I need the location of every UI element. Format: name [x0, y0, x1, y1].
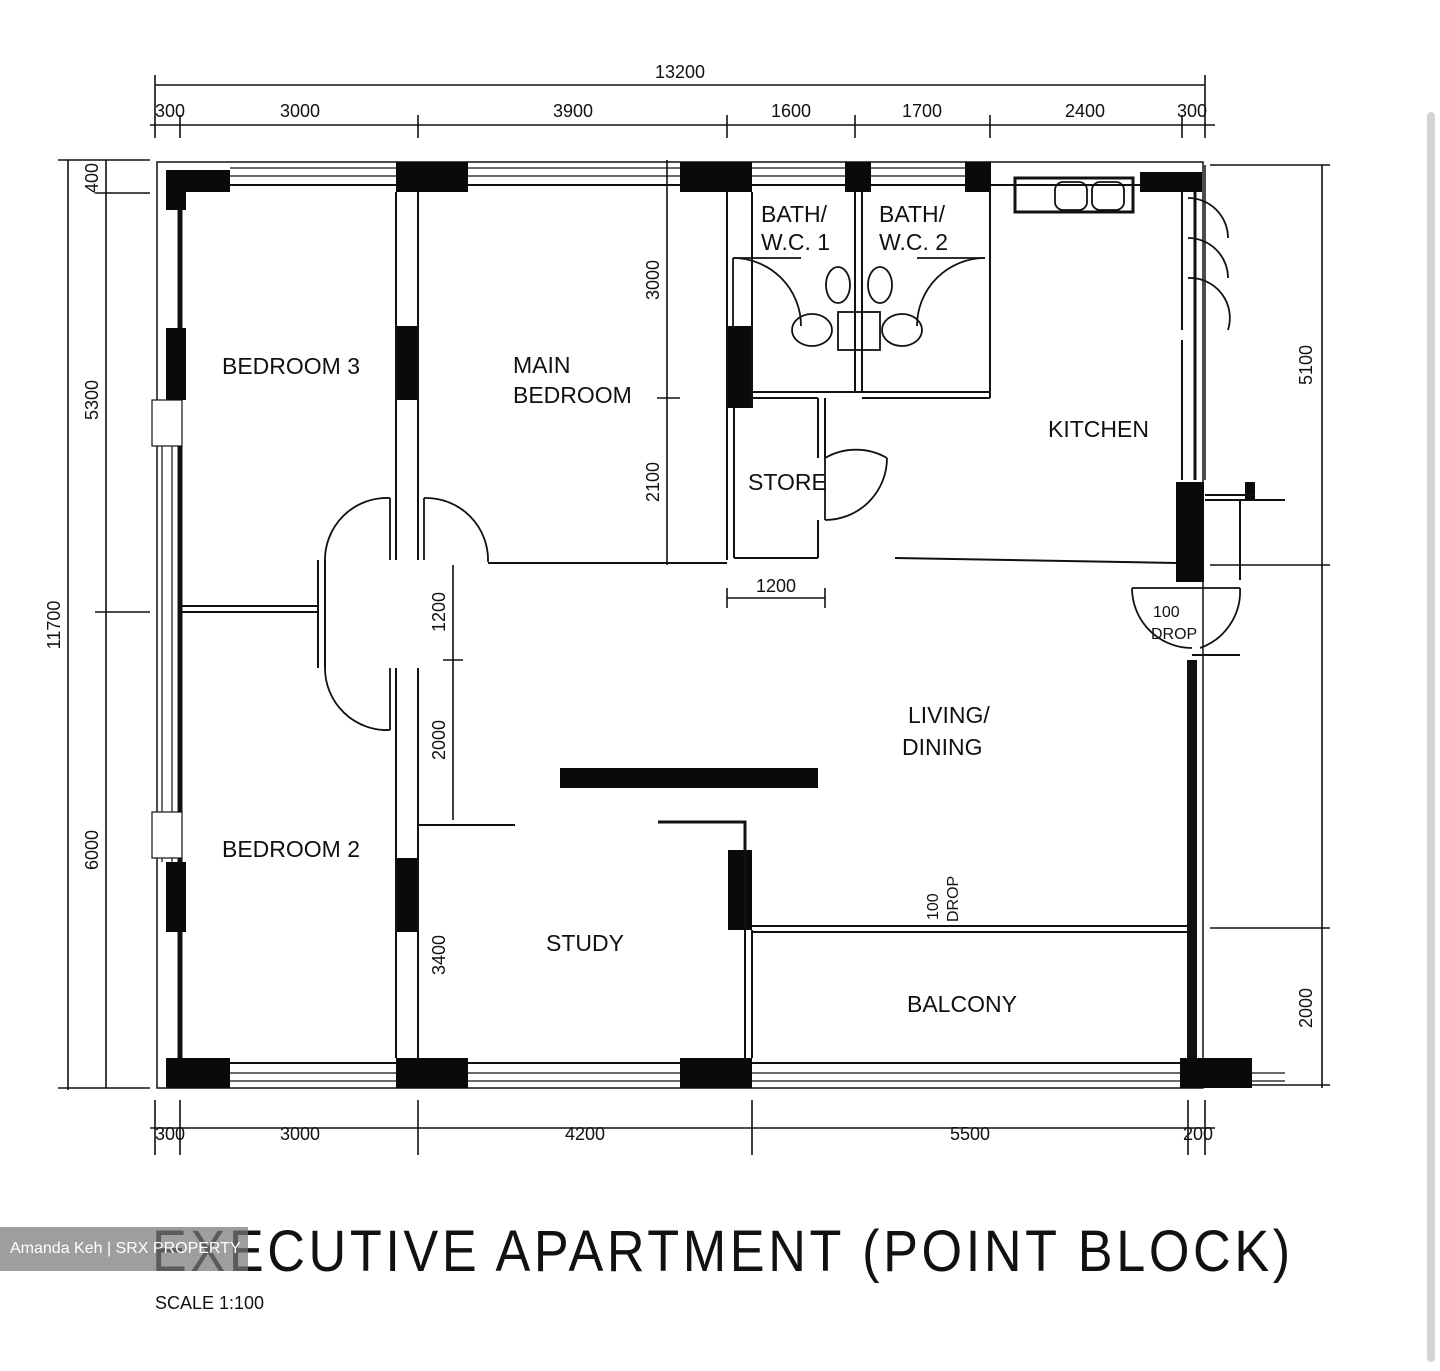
dim-bottom: 4200 — [565, 1124, 605, 1144]
room-living-dining: DINING — [902, 734, 983, 760]
fixtures — [791, 176, 1135, 351]
room-study: STUDY — [546, 930, 624, 956]
dim-interior: 3000 — [643, 260, 663, 300]
room-bath-1: BATH/ — [761, 201, 828, 227]
room-bath-2: W.C. 2 — [879, 229, 948, 255]
dim-left-overall: 11700 — [44, 601, 64, 650]
drop-note-value: 100 — [1153, 604, 1180, 621]
dim-left: 400 — [82, 163, 102, 193]
dimension-lines — [58, 75, 1330, 1155]
room-main-bedroom: BEDROOM — [513, 382, 632, 408]
dim-right: 2000 — [1296, 988, 1316, 1028]
room-bath-2: BATH/ — [879, 201, 946, 227]
dim-interior: 1200 — [756, 576, 796, 596]
room-labels: BEDROOM 3 MAIN BEDROOM BATH/ W.C. 1 BATH… — [222, 201, 1197, 1017]
dim-bottom: 3000 — [280, 1124, 320, 1144]
dim-top: 1600 — [771, 101, 811, 121]
dim-top: 1700 — [902, 101, 942, 121]
dim-bottom: 300 — [155, 1124, 185, 1144]
room-bedroom-3: BEDROOM 3 — [222, 353, 360, 379]
room-bedroom-2: BEDROOM 2 — [222, 836, 360, 862]
dim-left: 5300 — [82, 380, 102, 420]
dim-top: 2400 — [1065, 101, 1105, 121]
dim-interior: 1200 — [429, 592, 449, 632]
dim-right: 5100 — [1296, 345, 1316, 385]
dim-interior: 2100 — [643, 462, 663, 502]
room-store: STORE — [748, 469, 827, 495]
dim-overall-width: 13200 — [655, 62, 705, 82]
wall-columns — [166, 162, 1255, 1088]
dim-bottom: 5500 — [950, 1124, 990, 1144]
room-kitchen: KITCHEN — [1048, 416, 1149, 442]
dim-top: 300 — [1177, 101, 1207, 121]
dim-top: 3000 — [280, 101, 320, 121]
dim-bottom: 200 — [1183, 1124, 1213, 1144]
dim-interior: 3400 — [429, 935, 449, 975]
windows — [151, 167, 1285, 1082]
interior-walls — [180, 190, 1285, 1058]
doors — [324, 197, 1241, 731]
scale-label: SCALE 1:100 — [155, 1293, 265, 1313]
vertical-scrollbar[interactable] — [1427, 112, 1435, 1362]
drop-note-value: 100 — [925, 893, 942, 920]
outer-walls — [156, 161, 1206, 1089]
dim-top: 3900 — [553, 101, 593, 121]
room-bath-1: W.C. 1 — [761, 229, 830, 255]
dim-top: 300 — [155, 101, 185, 121]
dimension-labels: 13200 300 3000 3900 1600 1700 2400 300 3… — [44, 62, 1316, 1144]
drop-note-label: DROP — [1151, 626, 1197, 643]
room-main-bedroom: MAIN — [513, 352, 571, 378]
room-living-dining: LIVING/ — [908, 702, 990, 728]
plan-title: EXECUTIVE APARTMENT (POINT BLOCK) — [152, 1219, 1294, 1284]
dim-left: 6000 — [82, 830, 102, 870]
dim-interior: 2000 — [429, 720, 449, 760]
room-balcony: BALCONY — [907, 991, 1017, 1017]
watermark-overlay: Amanda Keh | SRX PROPERTY — [0, 1227, 248, 1271]
drop-note-label: DROP — [945, 876, 962, 922]
